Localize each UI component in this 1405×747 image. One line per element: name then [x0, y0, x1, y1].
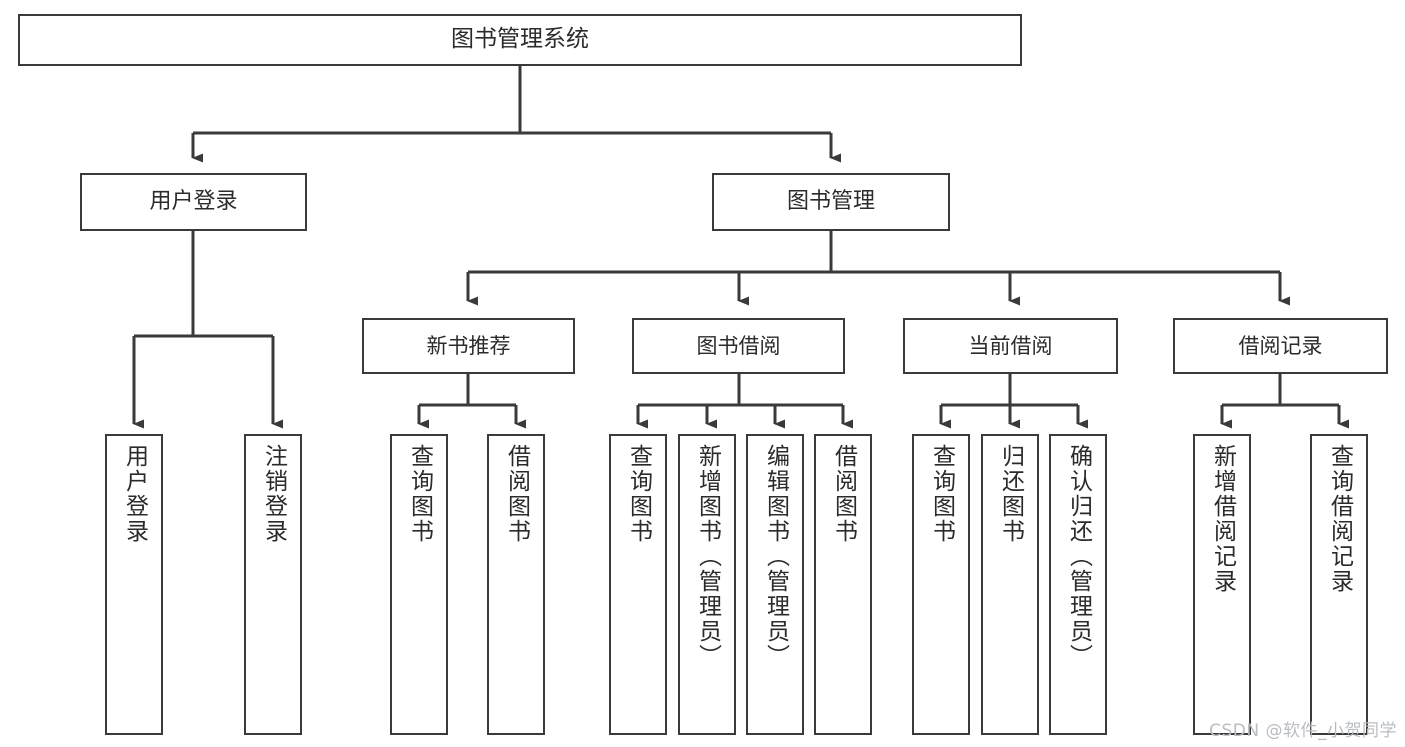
- node-label: 新增借阅记录: [1209, 444, 1236, 594]
- node-label: 新增图书（管理员）: [694, 444, 721, 669]
- leaf-user-login-login[interactable]: 用户登录: [105, 434, 163, 735]
- node-label: 图书借阅: [696, 333, 781, 358]
- node-label: 查询图书: [625, 444, 652, 544]
- node-label: 新书推荐: [426, 333, 511, 358]
- leaf-new-book-query-book[interactable]: 查询图书: [390, 434, 448, 735]
- node-label: 查询图书: [928, 444, 955, 544]
- leaf-user-login-logout[interactable]: 注销登录: [244, 434, 302, 735]
- node-label: 借阅图书: [503, 444, 530, 544]
- node-label: 图书管理系统: [451, 26, 589, 53]
- node-label: 用户登录: [121, 444, 148, 544]
- node-label: 编辑图书（管理员）: [762, 444, 789, 669]
- leaf-book-borrow-add-book-admin[interactable]: 新增图书（管理员）: [678, 434, 736, 735]
- leaf-book-borrow-edit-book-admin[interactable]: 编辑图书（管理员）: [746, 434, 804, 735]
- node-book-management[interactable]: 图书管理: [712, 173, 950, 231]
- node-borrow-record[interactable]: 借阅记录: [1173, 318, 1388, 374]
- node-book-borrow[interactable]: 图书借阅: [632, 318, 845, 374]
- node-label: 归还图书: [997, 444, 1024, 544]
- node-current-borrow[interactable]: 当前借阅: [903, 318, 1118, 374]
- leaf-book-borrow-borrow-book[interactable]: 借阅图书: [814, 434, 872, 735]
- leaf-borrow-record-add-record[interactable]: 新增借阅记录: [1193, 434, 1251, 735]
- node-label: 图书管理: [786, 189, 875, 215]
- leaf-current-borrow-confirm-return-admin[interactable]: 确认归还（管理员）: [1049, 434, 1107, 735]
- leaf-book-borrow-query-book[interactable]: 查询图书: [609, 434, 667, 735]
- leaf-borrow-record-query-record[interactable]: 查询借阅记录: [1310, 434, 1368, 735]
- leaf-current-borrow-query-book[interactable]: 查询图书: [912, 434, 970, 735]
- node-user-login[interactable]: 用户登录: [80, 173, 307, 231]
- node-new-book-recommend[interactable]: 新书推荐: [362, 318, 575, 374]
- node-label: 确认归还（管理员）: [1065, 444, 1092, 669]
- node-label: 借阅记录: [1238, 333, 1323, 358]
- node-label: 用户登录: [149, 189, 238, 215]
- leaf-new-book-borrow-book[interactable]: 借阅图书: [487, 434, 545, 735]
- node-label: 查询借阅记录: [1326, 444, 1353, 594]
- node-label: 注销登录: [260, 444, 287, 544]
- node-root-book-management-system[interactable]: 图书管理系统: [18, 14, 1022, 66]
- node-label: 当前借阅: [968, 333, 1053, 358]
- leaf-current-borrow-return-book[interactable]: 归还图书: [981, 434, 1039, 735]
- node-label: 查询图书: [406, 444, 433, 544]
- node-label: 借阅图书: [830, 444, 857, 544]
